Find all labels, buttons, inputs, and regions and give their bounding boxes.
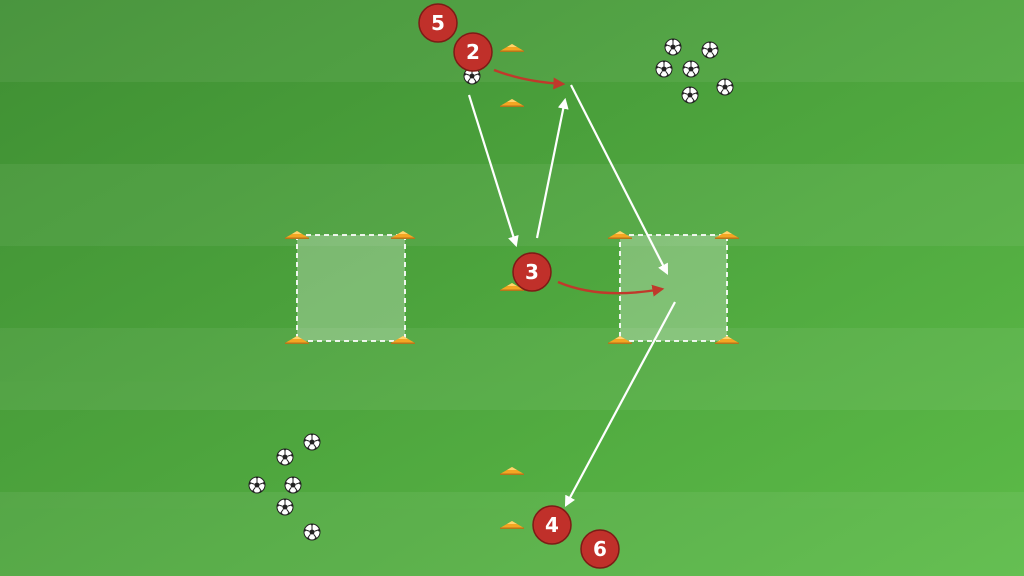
soccer-ball-icon (716, 78, 734, 96)
player-number: 5 (431, 11, 445, 35)
run-arrow-3 (557, 280, 665, 297)
soccer-ball-icon (248, 476, 266, 494)
soccer-ball-icon (284, 476, 302, 494)
soccer-ball-icon (664, 38, 682, 56)
soccer-ball-icon (303, 523, 321, 541)
soccer-ball-icon (681, 86, 699, 104)
player-marker (418, 3, 458, 43)
pass-arrows (467, 84, 676, 507)
player-marker (512, 252, 552, 292)
player-number: 4 (545, 513, 559, 537)
soccer-ball-icon (276, 498, 294, 516)
player-number: 6 (593, 537, 607, 561)
player-number: 2 (466, 40, 480, 64)
player-5: 5 (418, 3, 458, 43)
player-3: 3 (512, 252, 552, 292)
soccer-ball-icon (276, 448, 294, 466)
soccer-ball-icon (303, 433, 321, 451)
pass-arrow-grid-to-4 (564, 301, 676, 507)
run-arrow-2 (493, 68, 566, 90)
soccer-ball-icon (682, 60, 700, 78)
player-marker (453, 32, 493, 72)
player-6: 6 (580, 529, 620, 569)
player-4: 4 (532, 505, 572, 545)
pass-arrow-2-to-3 (467, 94, 519, 248)
player-number: 3 (525, 260, 539, 284)
player-marker (532, 505, 572, 545)
soccer-ball-icon (701, 41, 719, 59)
grid-square-right (619, 234, 728, 342)
pass-arrow-3-to-space (535, 97, 569, 239)
run-arrows (493, 68, 665, 297)
soccer-ball-icon (655, 60, 673, 78)
player-2: 2 (453, 32, 493, 72)
pass-arrow-into-grid (570, 84, 669, 275)
player-marker (580, 529, 620, 569)
grid-square-left (296, 234, 406, 342)
